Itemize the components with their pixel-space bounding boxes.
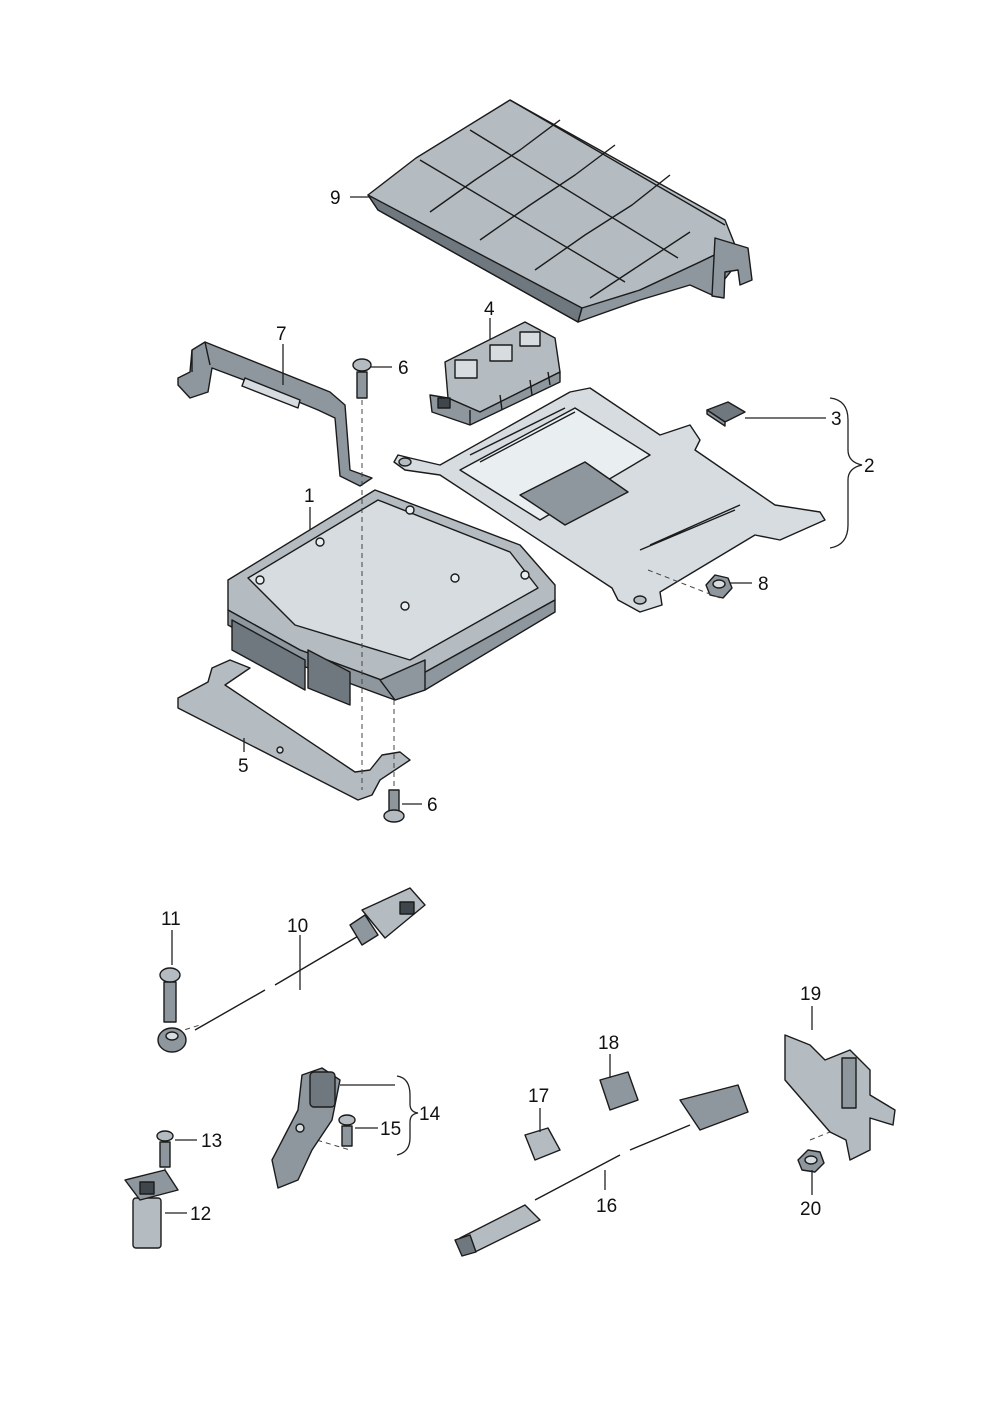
callout-19: 19 xyxy=(800,984,821,1005)
part-3-pad xyxy=(706,401,746,427)
part-11-bolt xyxy=(159,967,181,1023)
part-14-camshaft-sensor xyxy=(271,1067,341,1189)
callout-13: 13 xyxy=(201,1131,222,1152)
callout-7: 7 xyxy=(276,324,287,345)
part-12-speed-sensor xyxy=(124,1169,179,1249)
callout-2: 2 xyxy=(864,456,875,477)
part-7-bracket xyxy=(177,341,373,487)
part-9-cover xyxy=(367,99,753,323)
callout-1: 1 xyxy=(304,486,315,507)
part-13-bolt xyxy=(156,1130,174,1168)
part-15-bolt xyxy=(338,1114,356,1147)
callout-18: 18 xyxy=(598,1033,619,1054)
part-10-knock-sensor xyxy=(157,887,426,1053)
part-19-bracket xyxy=(784,1034,896,1161)
part-6-screw-upper xyxy=(352,358,372,399)
part-8-nut xyxy=(705,574,733,599)
callout-3: 3 xyxy=(831,409,842,430)
callout-4: 4 xyxy=(484,299,495,320)
callout-12: 12 xyxy=(190,1204,211,1225)
callout-17: 17 xyxy=(528,1086,549,1107)
part-17-clip xyxy=(524,1127,561,1161)
callout-20: 20 xyxy=(800,1199,821,1220)
callout-6-upper: 6 xyxy=(398,358,409,379)
part-2-mounting-plate xyxy=(393,387,826,613)
callout-16: 16 xyxy=(596,1196,617,1217)
part-5-lower-bracket xyxy=(177,659,411,801)
leader-lines xyxy=(165,196,863,1214)
callout-6-lower: 6 xyxy=(427,795,438,816)
callout-15: 15 xyxy=(380,1119,401,1140)
part-6-screw-lower xyxy=(383,789,405,823)
callout-14: 14 xyxy=(419,1104,441,1125)
part-4-holder xyxy=(429,321,561,426)
part-18-clip xyxy=(599,1071,639,1111)
callout-11: 11 xyxy=(161,909,181,930)
callout-8: 8 xyxy=(758,574,769,595)
callout-labels: 9 4 7 6 3 2 1 8 5 6 10 11 13 12 14 15 17… xyxy=(161,188,875,1225)
callout-9: 9 xyxy=(330,188,341,209)
callout-10: 10 xyxy=(287,916,308,937)
callout-5: 5 xyxy=(238,756,249,777)
part-20-nut xyxy=(797,1149,825,1173)
part-1-control-unit xyxy=(227,489,556,706)
part-16-lambda-probe xyxy=(454,1084,749,1257)
